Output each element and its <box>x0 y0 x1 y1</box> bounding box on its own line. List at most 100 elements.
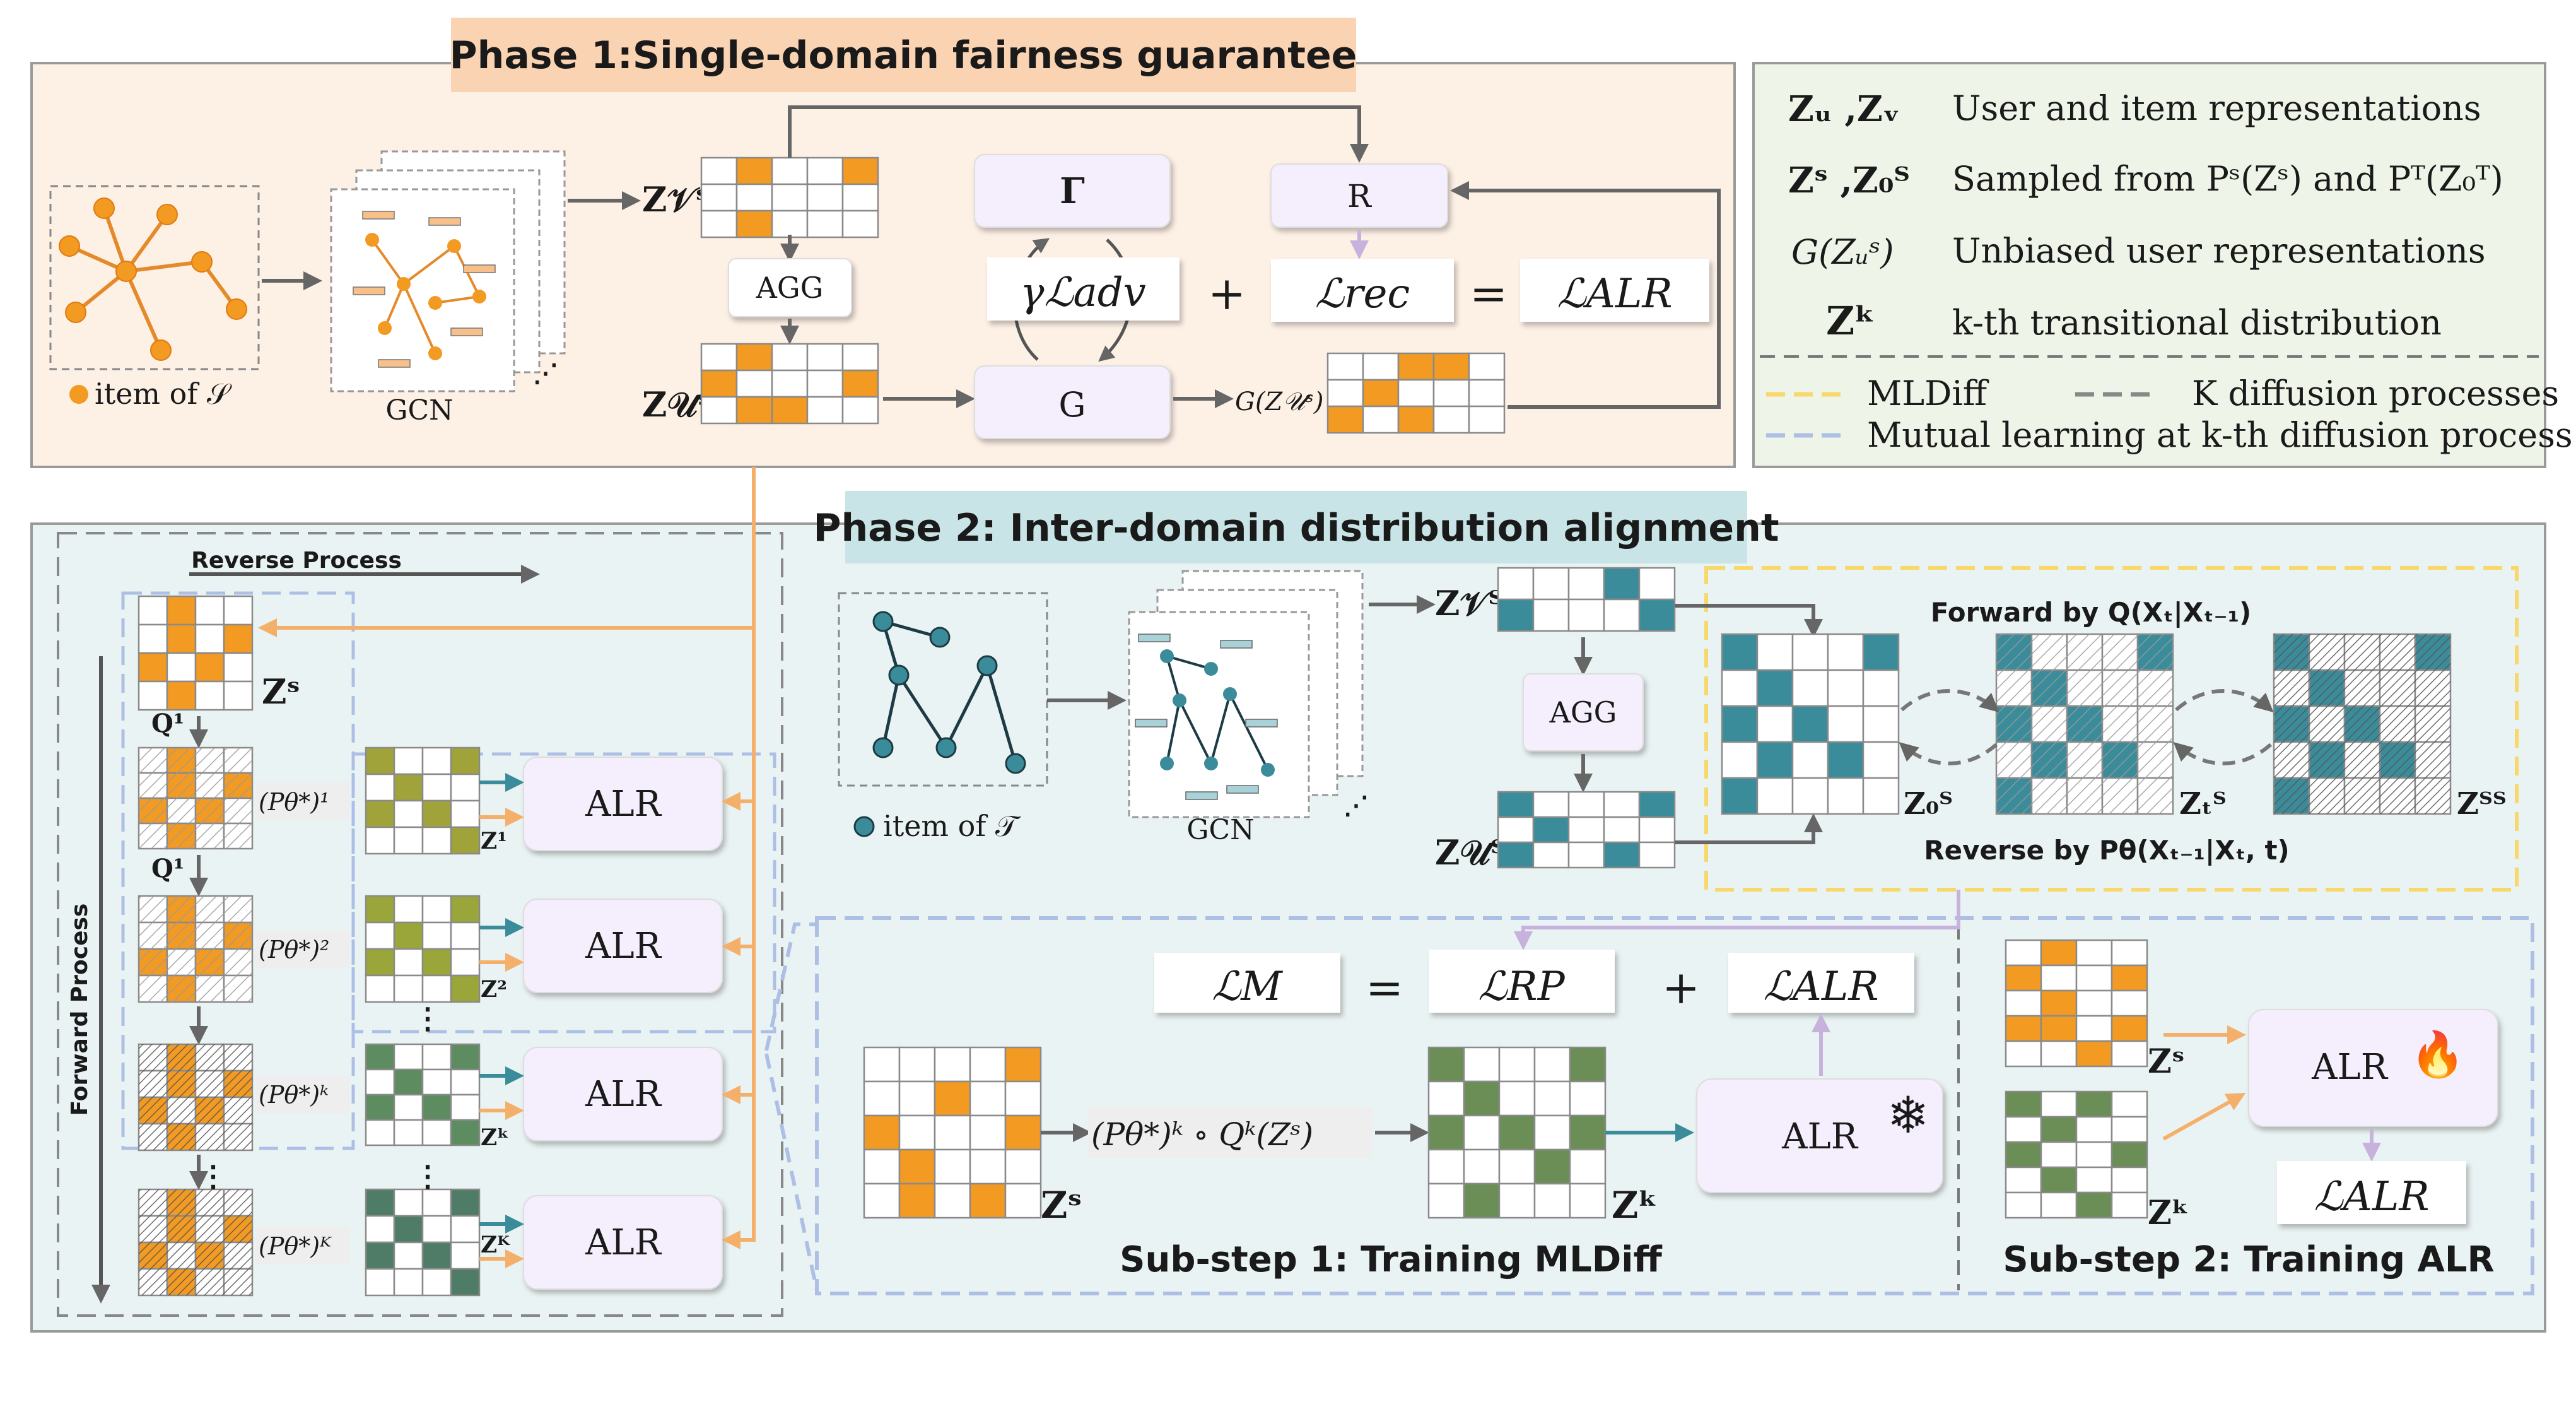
matrix-cell <box>771 369 809 398</box>
matrix-cell <box>969 1080 1007 1117</box>
matrix-cell <box>841 209 879 239</box>
matrix-cell <box>2075 1040 2113 1068</box>
matrix-cell <box>898 1114 936 1151</box>
zs-label-left: Zˢ <box>262 671 300 712</box>
p-label-K: (Pθ*)ᴷ <box>259 1232 332 1260</box>
matrix-cell <box>841 396 879 425</box>
l-alr-box-1 <box>1520 259 1709 322</box>
matrix-cell <box>194 623 225 654</box>
matrix-cell <box>1532 567 1570 601</box>
zT-label: Zᵀᵀ <box>2457 786 2507 822</box>
target-graph: item of 𝒯 <box>838 592 1048 843</box>
g-label: G <box>1058 385 1086 425</box>
matrix-cell <box>421 1215 452 1244</box>
forward-matrix-2 <box>138 895 254 1003</box>
matrix-cell <box>1569 1080 1607 1117</box>
matrix-cell <box>806 369 844 398</box>
alr-label-K: ALR <box>585 1222 662 1263</box>
matrix-cell <box>1721 705 1759 743</box>
zt-target-matrix <box>1995 633 2174 815</box>
matrix-cell <box>1862 633 1900 671</box>
forward-matrix-k <box>138 1043 254 1152</box>
matrix-cell <box>393 826 424 855</box>
zu-target-matrix <box>1497 791 1676 869</box>
matrix-cell <box>863 1182 901 1219</box>
matrix-cell <box>1497 791 1535 818</box>
matrix-cell <box>1463 1182 1501 1219</box>
zv-target-matrix <box>1497 567 1676 632</box>
matrix-cell <box>1567 791 1605 818</box>
matrix-cell <box>1427 1046 1465 1083</box>
g-output-matrix <box>1326 352 1506 434</box>
matrix-cell <box>2075 1141 2113 1169</box>
matrix-cell <box>1569 1114 1607 1151</box>
matrix-cell <box>1638 598 1676 632</box>
matrix-cell <box>1463 1148 1501 1185</box>
legend-sym-3: Zᵏ <box>1826 298 1875 344</box>
matrix-cell <box>1569 1046 1607 1083</box>
matrix-cell <box>1567 841 1605 869</box>
matrix-cell <box>2040 1040 2078 1068</box>
matrix-cell <box>1463 1046 1501 1083</box>
matrix-cell <box>2111 1090 2148 1118</box>
matrix-cell <box>421 1241 452 1270</box>
z2-label: Z² <box>481 976 507 1003</box>
matrix-cell <box>1468 405 1506 434</box>
source-graph: item of 𝒮 <box>49 185 260 411</box>
forward-matrix-K <box>138 1188 254 1297</box>
matrix-cell <box>393 974 424 1003</box>
agg-label-target: AGG <box>1549 695 1617 729</box>
matrix-cell <box>1603 841 1641 869</box>
matrix-cell <box>2005 1166 2042 1194</box>
eq-1: = <box>1470 267 1508 320</box>
dots-2: ⋮ <box>413 1159 442 1193</box>
matrix-cell <box>1532 598 1570 632</box>
matrix-cell <box>2111 964 2148 992</box>
matrix-cell <box>1533 1182 1571 1219</box>
matrix-cell <box>1326 405 1364 434</box>
substep1-zs-label: Zˢ <box>1041 1184 1082 1227</box>
matrix-cell <box>841 156 879 186</box>
alr-boxes-left: ALR ALR ALR ALR <box>523 757 723 1290</box>
alr-box-train <box>2248 1009 2498 1127</box>
matrix-cell <box>1397 352 1435 381</box>
matrix-cell <box>863 1148 901 1185</box>
mutual-region-right <box>351 752 776 1034</box>
zT-target-matrix <box>2273 633 2452 815</box>
zK-label: Zᴷ <box>481 1232 510 1258</box>
matrix-cell <box>700 369 738 398</box>
matrix-cell <box>735 183 773 212</box>
matrix-cell <box>934 1148 971 1185</box>
matrix-cell <box>393 1043 424 1071</box>
matrix-cell <box>138 595 168 626</box>
matrix-cell <box>450 1188 481 1217</box>
matrix-cell <box>223 623 254 654</box>
r-label: R <box>1347 178 1372 215</box>
matrix-cell <box>1603 567 1641 601</box>
matrix-cell <box>2075 1116 2113 1143</box>
matrix-cell <box>1362 352 1400 381</box>
matrix-cell <box>735 156 773 186</box>
matrix-cell <box>2111 1166 2148 1194</box>
matrix-cell <box>393 1119 424 1146</box>
matrix-cell <box>1791 705 1829 743</box>
matrix-cell <box>1362 379 1400 408</box>
matrix-cell <box>393 1268 424 1297</box>
p-label-1: (Pθ*)¹ <box>259 788 329 816</box>
lalr-box-2 <box>1728 953 1914 1013</box>
matrix-cell <box>450 1268 481 1297</box>
matrix-cell <box>735 209 773 239</box>
matrix-cell <box>1362 405 1400 434</box>
zt-label: Zₜᵀ <box>2179 786 2227 822</box>
matrix-cell <box>194 652 225 683</box>
matrix-cell <box>1827 777 1865 815</box>
matrix-cell <box>1432 405 1470 434</box>
noise-overlay <box>139 1044 252 1150</box>
matrix-cell <box>421 895 452 924</box>
substep2-zk-matrix <box>2005 1090 2148 1219</box>
matrix-cell <box>1397 405 1435 434</box>
matrix-cell <box>898 1148 936 1185</box>
legend-text-0: User and item representations <box>1952 88 2481 128</box>
legend-sym-2: G(Zᵤˢ) <box>1791 232 1894 272</box>
